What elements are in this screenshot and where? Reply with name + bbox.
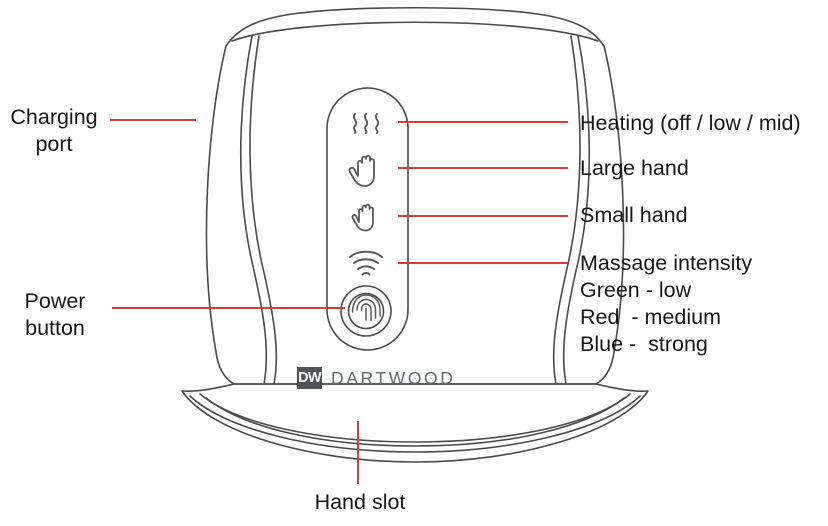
small-hand-icon — [351, 203, 374, 232]
callout-hand-slot: Hand slot — [314, 490, 406, 514]
callout-small-hand: Small hand — [580, 203, 688, 227]
power-button-circle — [340, 285, 392, 337]
left-contour-inner — [249, 35, 278, 385]
heat-waves-icon — [352, 113, 380, 134]
brand-mark: DW — [297, 367, 322, 389]
control-panel — [326, 87, 409, 351]
fingerprint-power-icon — [351, 294, 381, 321]
right-contour-outer — [562, 35, 591, 385]
callout-charging-port: Charging port — [10, 105, 98, 156]
hand-slot-inner-arc — [205, 397, 625, 447]
callout-power-button: Power button — [24, 289, 86, 340]
device-body-outline — [205, 6, 625, 385]
hand-slot-cavity — [199, 393, 631, 443]
callout-massage-intensity: Massage intensity Green - low Red - medi… — [580, 251, 753, 356]
callout-large-hand: Large hand — [580, 156, 689, 180]
left-contour-outer — [239, 35, 268, 385]
hand-slot-outer — [181, 383, 649, 463]
power-button-inner-circle — [347, 292, 385, 330]
callout-heating: Heating (off / low / mid) — [580, 111, 801, 135]
device-top-arc — [231, 21, 599, 42]
brand-wordmark: DARTWOOD — [331, 367, 456, 388]
hand-slot-inner-edge — [189, 395, 641, 453]
large-hand-icon — [348, 154, 375, 187]
brand-logo: DW DARTWOOD — [297, 367, 456, 389]
signal-waves-icon — [349, 250, 383, 276]
right-contour-inner — [552, 35, 581, 385]
